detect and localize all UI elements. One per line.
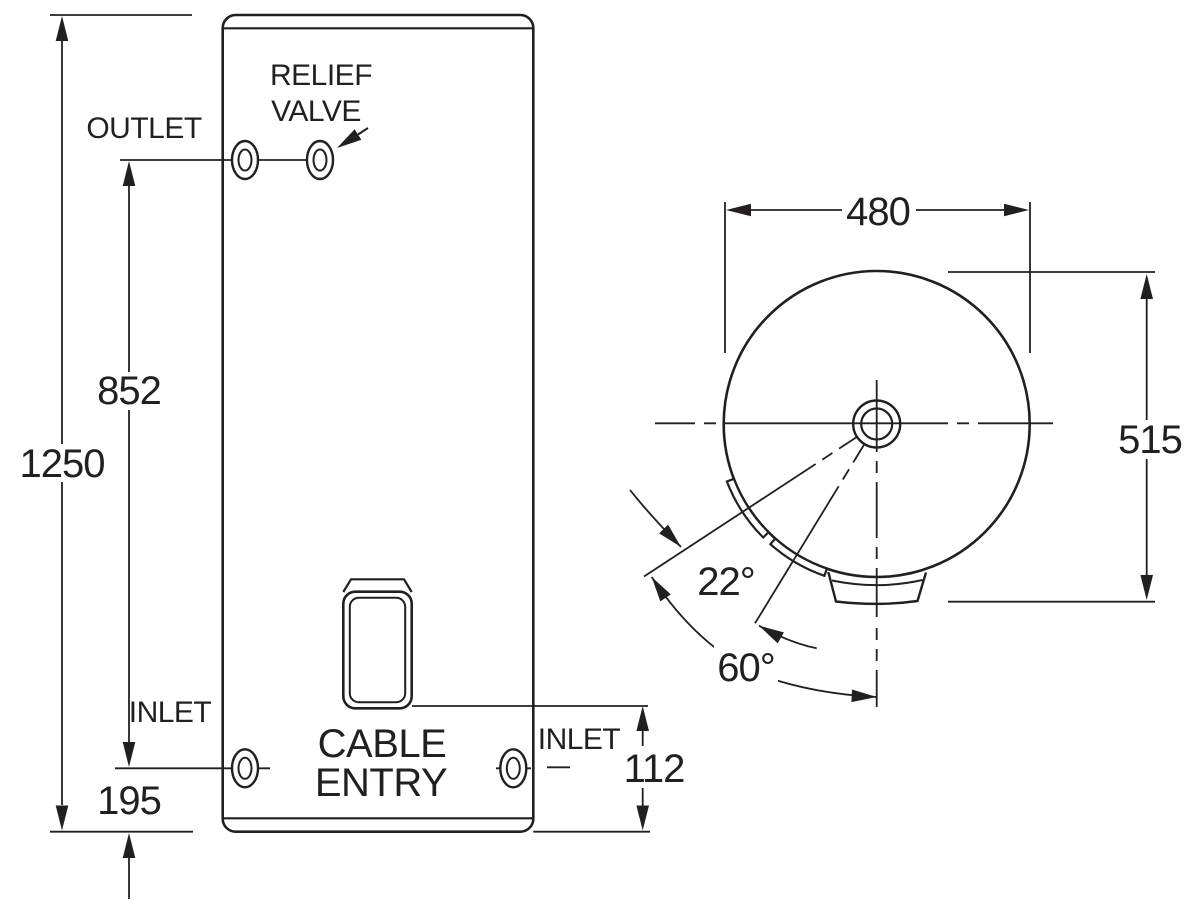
relief-valve-label-line2: VALVE <box>271 95 361 128</box>
outlet-fitting-inner <box>237 148 253 172</box>
dim-515-arrow-down-icon <box>1140 575 1153 600</box>
relief-valve-fitting-inner <box>312 148 328 172</box>
dim-480 <box>724 202 1031 353</box>
radial-leg-22deg <box>643 423 878 578</box>
outlet-fitting <box>230 139 260 181</box>
dim-1250-arrow-up-icon <box>55 16 69 41</box>
dim-480-arrow-left-icon <box>726 203 751 217</box>
dim-515 <box>948 271 1155 603</box>
dim-112-arrow-up-icon <box>636 706 649 731</box>
inlet-left-label: INLET <box>129 696 212 729</box>
angle-22-lower-arrow-icon <box>759 625 784 644</box>
rim-bracket-lower <box>768 537 829 578</box>
inlet-right-fitting <box>499 748 528 789</box>
dim-515-arrow-up-icon <box>1140 274 1153 299</box>
cable-entry-box-outer <box>341 590 413 710</box>
angle-60-label: 60° <box>717 646 775 690</box>
cable-entry-label-line2: ENTRY <box>315 761 447 805</box>
radial-leg-60deg <box>754 423 878 624</box>
dim-112-arrow-down-icon <box>636 805 649 831</box>
angle-60-arrow-right-icon <box>851 689 877 703</box>
dim-112 <box>636 706 649 831</box>
dim-1250-arrow-down-icon <box>55 805 69 831</box>
angle-22-upper-arrow-icon <box>659 524 681 547</box>
dim-515-label: 515 <box>1118 418 1182 462</box>
dim-852-label: 852 <box>97 369 161 413</box>
dim-195-arrow-up-icon <box>122 833 136 858</box>
control-pod-inner-line <box>831 579 923 587</box>
inlet-left-fitting-inner <box>237 756 253 780</box>
dim-480-arrow-right-icon <box>1004 203 1029 217</box>
angle-60-arrow-upleft-icon <box>651 577 671 602</box>
inlet-right-fitting-inner <box>505 756 521 780</box>
text-labels: OUTLET RELIEF VALVE 852 1250 INLET 195 C… <box>20 59 1183 823</box>
dim-1250-label: 1250 <box>20 442 105 486</box>
relief-valve-leader-line <box>357 127 369 136</box>
dim-852-arrow-up-icon <box>122 161 136 186</box>
cable-entry-tab <box>342 578 413 593</box>
front-view <box>50 13 650 899</box>
dim-852-arrow-down-icon <box>122 742 136 767</box>
cable-entry-label-line1: CABLE <box>318 722 447 766</box>
dim-480-label: 480 <box>846 190 910 234</box>
relief-valve-leader-arrow-icon <box>337 129 362 148</box>
angle-22-label: 22° <box>697 560 755 604</box>
inlet-right-label: INLET <box>538 723 621 756</box>
cable-entry-box-inner <box>348 596 407 704</box>
relief-valve-fitting <box>305 139 335 181</box>
angle-60-label-mask <box>714 643 778 684</box>
dim-195-label: 195 <box>97 779 161 823</box>
inlet-left-fitting <box>230 748 260 789</box>
outlet-label: OUTLET <box>86 112 202 145</box>
tank-body-outline <box>221 13 535 834</box>
dim-left-column <box>50 14 193 899</box>
top-view <box>629 202 1155 707</box>
relief-valve-label-line1: RELIEF <box>270 59 372 92</box>
dim-112-label: 112 <box>624 747 685 791</box>
